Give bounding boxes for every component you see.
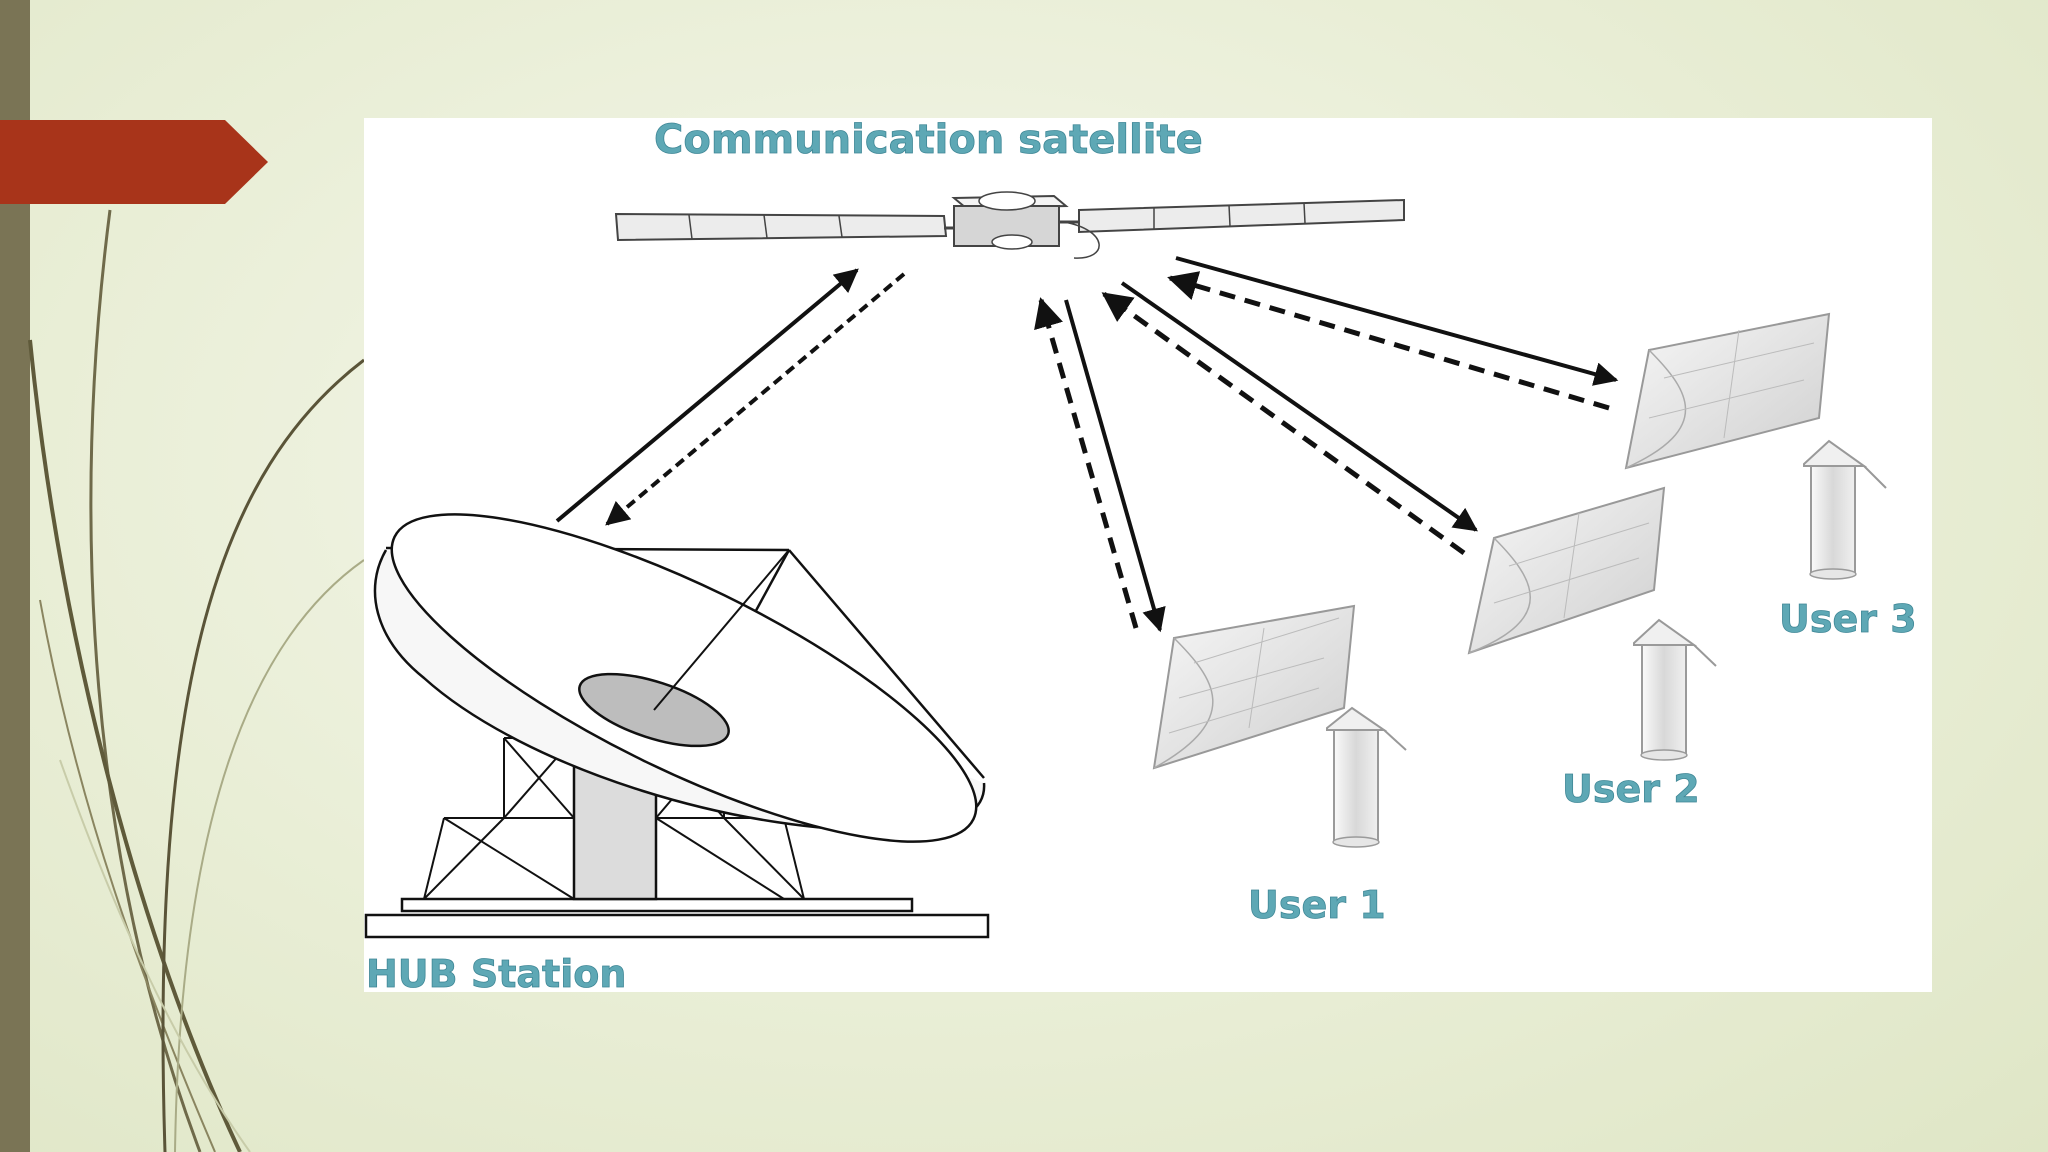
slide-left-bar [0, 0, 30, 1152]
user-1-dish [1152, 604, 1407, 848]
user-2-label: User 2 [1562, 767, 1700, 811]
section-marker-tab [0, 120, 268, 204]
satellite-title: Communication satellite [654, 118, 1203, 163]
user-2-dish [1467, 486, 1717, 761]
user-3-label: User 3 [1779, 597, 1917, 641]
signal-arrows [555, 256, 1619, 633]
hub-station-label: HUB Station [366, 952, 626, 992]
diagram-panel: Communication satellite [364, 118, 1932, 992]
user-1-label: User 1 [1248, 883, 1386, 927]
user-3-dish [1624, 312, 1887, 580]
hub-station-dish [364, 513, 990, 939]
satellite-icon [614, 191, 1405, 259]
satellite-network-diagram: Communication satellite [364, 118, 1917, 992]
